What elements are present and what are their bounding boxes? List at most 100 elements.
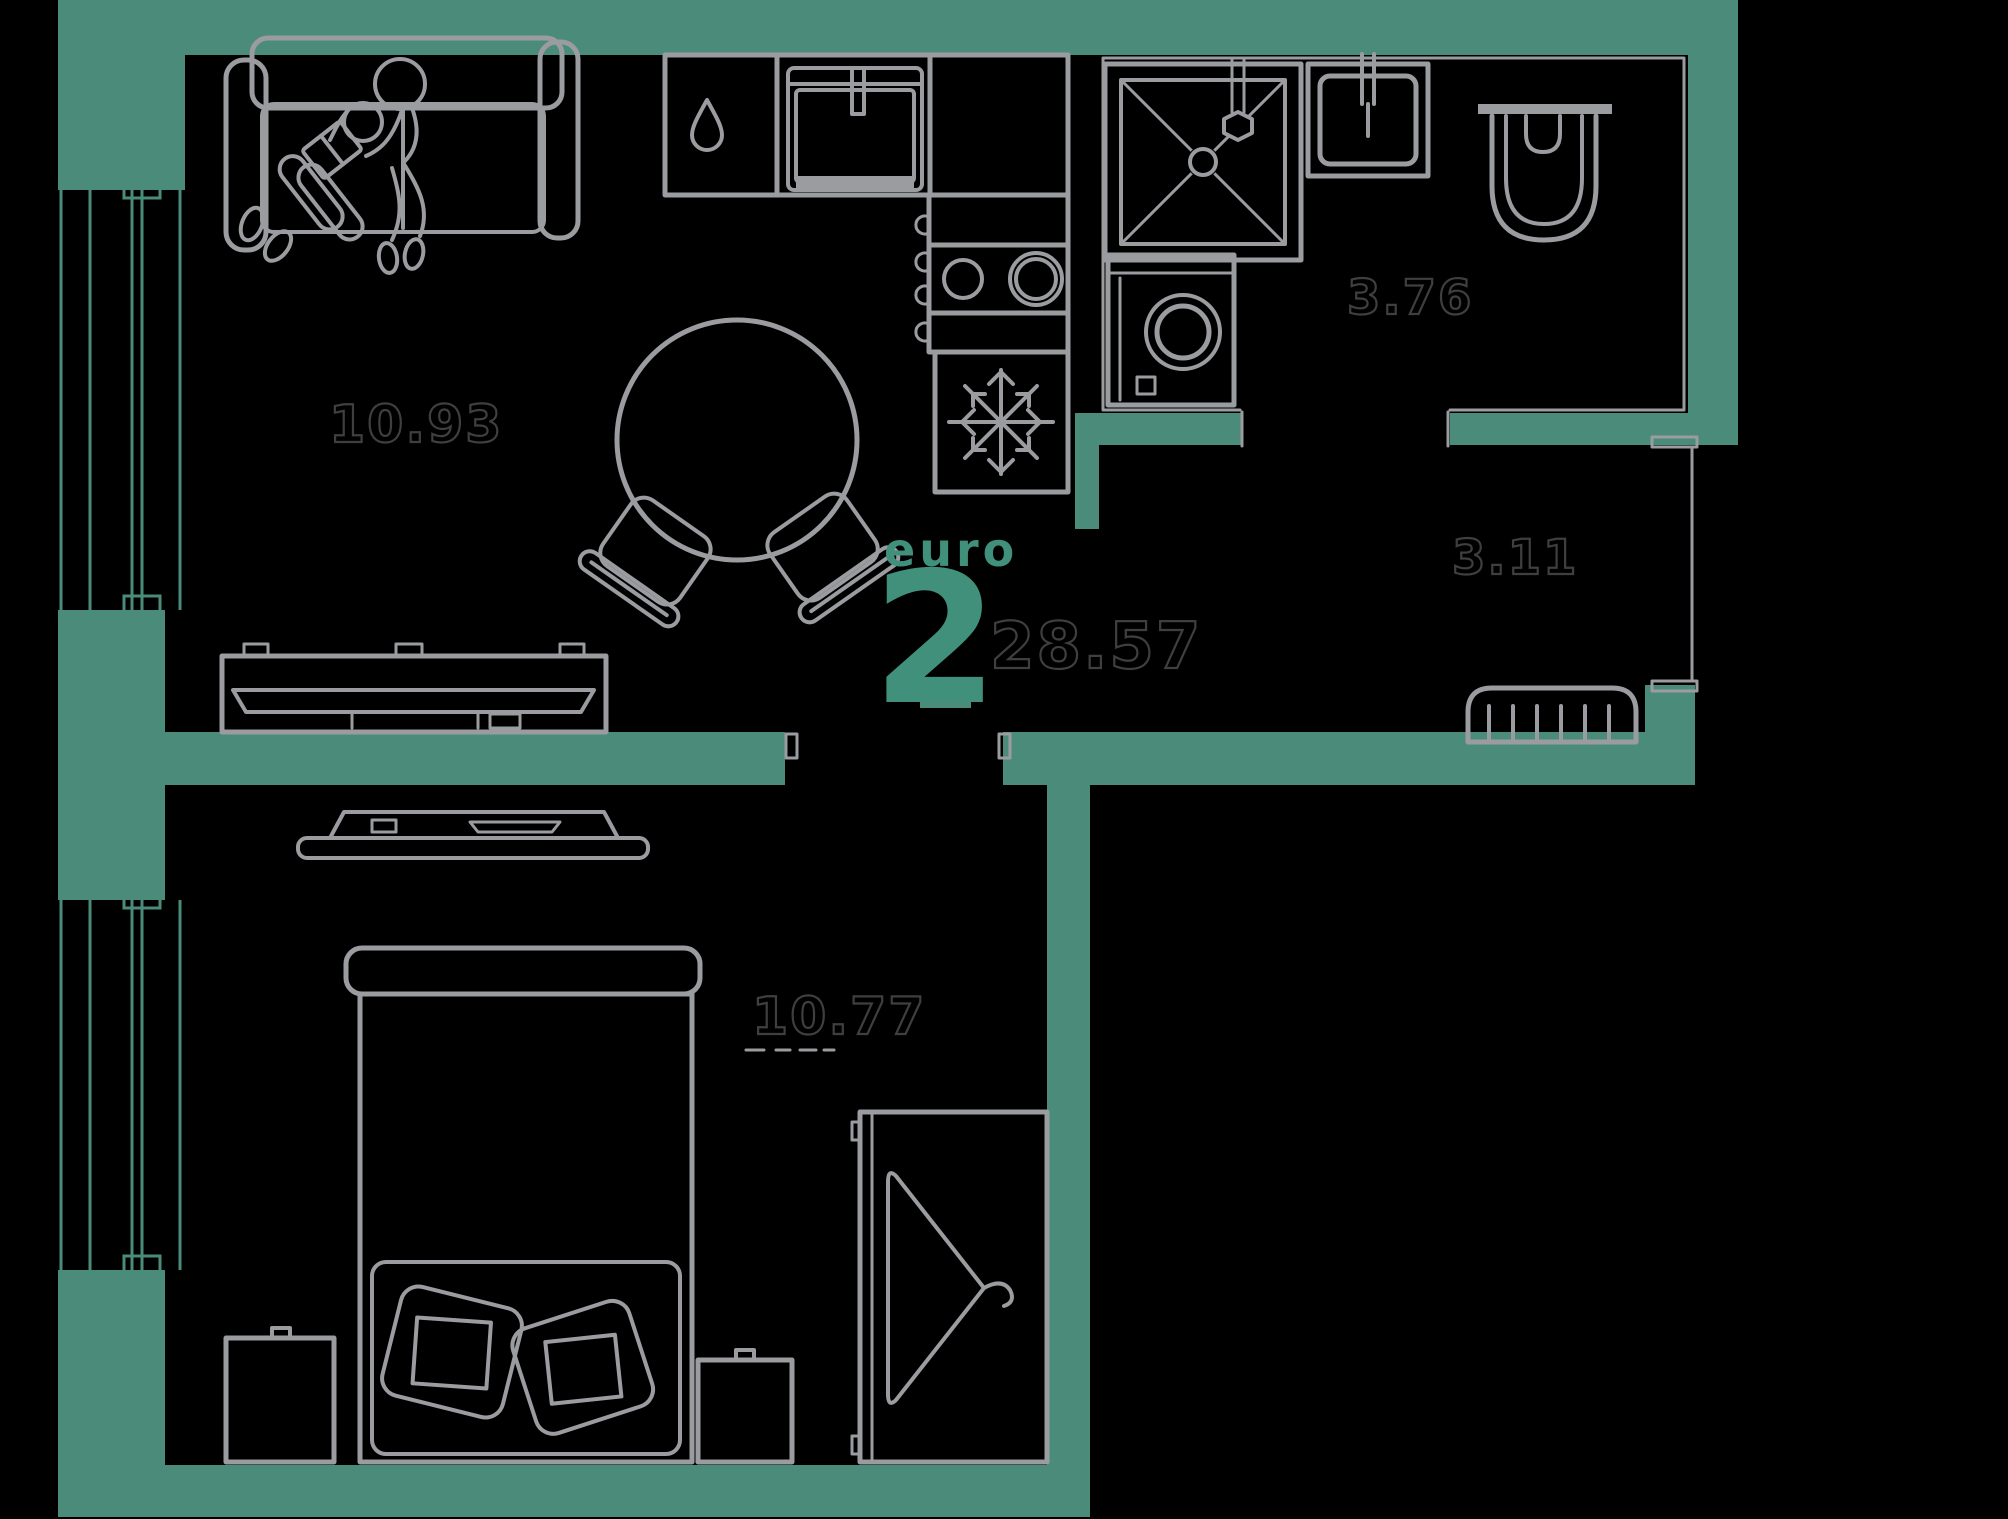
shower-pipe [1230, 56, 1246, 114]
stove [926, 242, 1071, 316]
wall-stub [920, 695, 971, 708]
wardrobe-hinge [850, 1120, 862, 1142]
person-torso [364, 108, 404, 158]
kitchen [662, 52, 1071, 495]
toilet-bowl-inner [1504, 114, 1584, 226]
washer-panel [1106, 271, 1236, 402]
wall-top [185, 0, 1738, 55]
hallway [744, 435, 1699, 1052]
wardrobe [850, 1109, 1050, 1465]
sofa-seat [260, 102, 546, 234]
faucet-icon [850, 66, 866, 116]
counter-cabinet [926, 310, 1071, 355]
counter-cabinet [926, 192, 1071, 248]
tv-stand-foot [242, 642, 270, 658]
wall-bathroom-bottom-left [1075, 413, 1242, 445]
chair-seat [598, 495, 713, 607]
tv-stand [296, 836, 650, 860]
wall-middle-left [165, 732, 785, 785]
wall-left-bottom-block [58, 1270, 165, 1517]
fridge [932, 349, 1071, 495]
chair-seat [765, 491, 880, 603]
area-label-living: 10.93 [329, 395, 503, 455]
coat-rack [1465, 685, 1639, 745]
water-drop-icon [690, 98, 724, 152]
person-leg [277, 154, 345, 232]
bed [343, 945, 703, 1465]
person-leg [402, 162, 426, 238]
washer-body [1105, 252, 1237, 408]
window-connector [122, 1254, 162, 1280]
person-arm [328, 104, 354, 142]
bed-footboard [343, 945, 703, 997]
chair-back-line [809, 556, 889, 614]
wall-hall-corner [1645, 685, 1695, 785]
cabinet-handles [914, 214, 931, 343]
tv-detail [468, 820, 562, 834]
snowflake-icon [947, 368, 1055, 476]
bed-frame [357, 991, 695, 1465]
wall-left-pier [58, 610, 165, 900]
toilet [1478, 104, 1612, 243]
person-foot [376, 241, 400, 275]
sofa [223, 35, 581, 253]
wall-kitchen-hall-divider [1075, 413, 1099, 529]
wall-top-left-block [58, 0, 185, 190]
burner-inner [1014, 257, 1058, 301]
living-room [219, 35, 901, 735]
door-frame-top [1650, 435, 1699, 449]
sink-bowl [1317, 73, 1419, 167]
tv-stand-foot [558, 642, 586, 658]
burner [942, 258, 984, 300]
chair-back-line [589, 560, 669, 618]
door-jamb [784, 732, 799, 760]
chair-left [577, 495, 713, 629]
coat-rack-slats [1487, 704, 1611, 742]
dining-table [614, 317, 860, 563]
labels: 10.93 3.76 3.11 10.77 euro 2 28.57 [328, 269, 1578, 1048]
sofa-armrest-right [537, 39, 581, 241]
washing-machine [1105, 252, 1237, 408]
nightstand-left [223, 1326, 337, 1465]
burner [1008, 251, 1064, 307]
hanger-icon [886, 1171, 1014, 1405]
tv-console-living [219, 642, 609, 735]
unit-rooms-count: 2 [872, 533, 999, 745]
person-leg [390, 166, 402, 242]
pillow [380, 1284, 524, 1420]
toilet-flush [1524, 114, 1562, 154]
pillow [510, 1298, 656, 1436]
tv-screen [328, 810, 620, 840]
pillow-inner [543, 1332, 624, 1406]
bathroom [1101, 52, 1686, 448]
wall-bedroom-right [1047, 785, 1090, 1465]
tv-detail [488, 712, 522, 730]
tv-stand-foot [394, 642, 424, 658]
fridge-body [932, 349, 1071, 495]
wardrobe-body [857, 1109, 1050, 1465]
pillow-inner [410, 1315, 493, 1391]
area-label-bathroom: 3.76 [1347, 270, 1473, 326]
window-glass-lines [59, 900, 182, 1270]
person-torso [402, 106, 419, 164]
faucet-icon [1360, 52, 1376, 138]
chair-backrest [797, 545, 901, 625]
wall-bathroom-bottom-right [1450, 413, 1688, 445]
shower-drain [1188, 147, 1218, 177]
walls [58, 0, 1738, 1517]
nightstand-right [695, 1348, 795, 1465]
shower-tray [1102, 61, 1304, 263]
bathroom-sink [1305, 52, 1431, 179]
washer-door-inner [1154, 303, 1212, 361]
tv-screen [231, 688, 596, 714]
nightstand-knob [270, 1326, 292, 1340]
person-foot [402, 237, 426, 271]
sink-outer [786, 66, 924, 192]
nightstand-knob [734, 1348, 756, 1362]
window-connector [122, 884, 162, 910]
entrance-door [1650, 435, 1699, 693]
sink-counter [1305, 61, 1431, 179]
wardrobe-hinge [850, 1434, 862, 1456]
nightstand-body [223, 1335, 337, 1465]
counter-corner [927, 52, 1071, 198]
